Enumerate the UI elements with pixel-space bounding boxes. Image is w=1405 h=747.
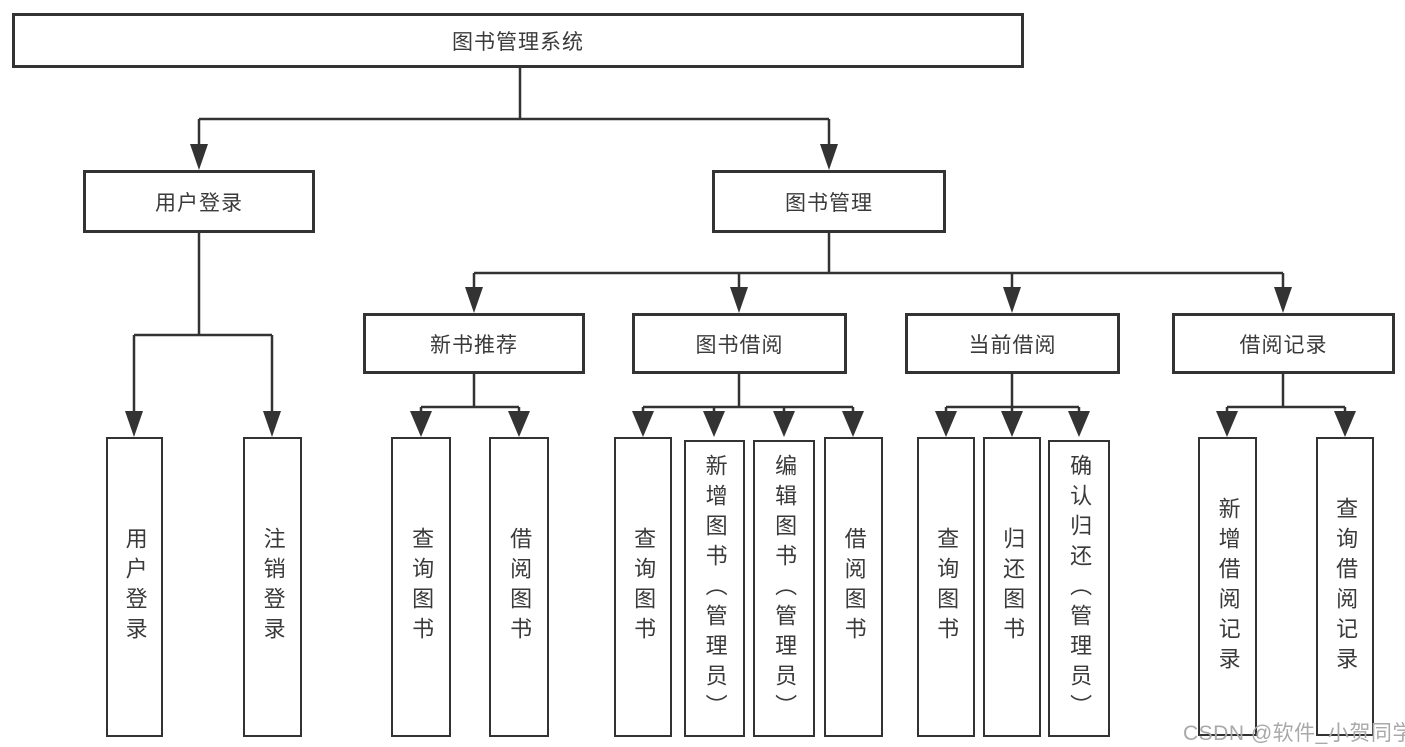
node-user-login: 用户登录 <box>83 170 315 233</box>
leaf-query-books-2-label: 查询图书 <box>631 527 657 647</box>
leaf-add-borrow-record: 新增借阅记录 <box>1198 437 1257 736</box>
leaf-borrow-books-2-label: 借阅图书 <box>841 527 867 647</box>
leaf-return-books: 归还图书 <box>983 437 1041 737</box>
leaf-user-login-label: 用户登录 <box>122 527 148 647</box>
leaf-query-books-3-label: 查询图书 <box>934 527 960 647</box>
connector-root-to-branches <box>190 67 838 170</box>
leaf-borrow-books-1-label: 借阅图书 <box>507 527 533 647</box>
connector-user-login-to-leaves <box>125 233 281 437</box>
node-user-login-label: 用户登录 <box>155 191 243 215</box>
node-borrow-records-label: 借阅记录 <box>1239 333 1328 357</box>
leaf-add-book-admin-label: 新增图书（管理员） <box>702 453 728 724</box>
leaf-query-borrow-record-label: 查询借阅记录 <box>1333 496 1359 677</box>
connector-book-borrow-to-leaves <box>632 374 864 437</box>
node-book-management-label: 图书管理 <box>785 191 873 215</box>
leaf-add-book-admin: 新增图书（管理员） <box>684 440 745 737</box>
node-book-borrow-label: 图书借阅 <box>695 333 784 357</box>
leaf-user-login: 用户登录 <box>106 437 163 737</box>
leaf-return-books-label: 归还图书 <box>1000 527 1026 647</box>
leaf-query-books-2: 查询图书 <box>614 437 672 737</box>
leaf-logout-label: 注销登录 <box>260 527 286 647</box>
connector-book-management-to-modules <box>465 233 1292 313</box>
node-root: 图书管理系统 <box>12 13 1024 68</box>
node-book-borrow: 图书借阅 <box>632 313 847 374</box>
node-new-book-recommend: 新书推荐 <box>363 313 585 374</box>
node-new-book-recommend-label: 新书推荐 <box>430 333 518 357</box>
leaf-edit-book-admin: 编辑图书（管理员） <box>753 440 815 737</box>
connector-current-borrow-to-leaves <box>935 374 1090 437</box>
leaf-logout: 注销登录 <box>243 437 302 737</box>
leaf-query-borrow-record: 查询借阅记录 <box>1316 437 1374 736</box>
node-root-label: 图书管理系统 <box>452 30 584 54</box>
connector-new-book-recommend-to-leaves <box>410 374 530 437</box>
node-borrow-records: 借阅记录 <box>1172 313 1395 374</box>
node-current-borrow-label: 当前借阅 <box>968 333 1057 357</box>
leaf-borrow-books-2: 借阅图书 <box>824 437 883 737</box>
leaf-edit-book-admin-label: 编辑图书（管理员） <box>772 453 798 724</box>
node-current-borrow: 当前借阅 <box>905 313 1120 374</box>
leaf-borrow-books-1: 借阅图书 <box>489 437 549 737</box>
leaf-query-books-3: 查询图书 <box>917 437 975 737</box>
connector-borrow-records-to-leaves <box>1216 374 1356 437</box>
leaf-confirm-return-admin-label: 确认归还（管理员） <box>1067 453 1093 724</box>
leaf-confirm-return-admin: 确认归还（管理员） <box>1048 440 1110 737</box>
node-book-management: 图书管理 <box>712 170 946 233</box>
leaf-add-borrow-record-label: 新增借阅记录 <box>1215 496 1241 677</box>
leaf-query-books-1-label: 查询图书 <box>409 527 435 647</box>
leaf-query-books-1: 查询图书 <box>391 437 451 737</box>
watermark: CSDN @软件_小贺同学 <box>1183 722 1405 745</box>
